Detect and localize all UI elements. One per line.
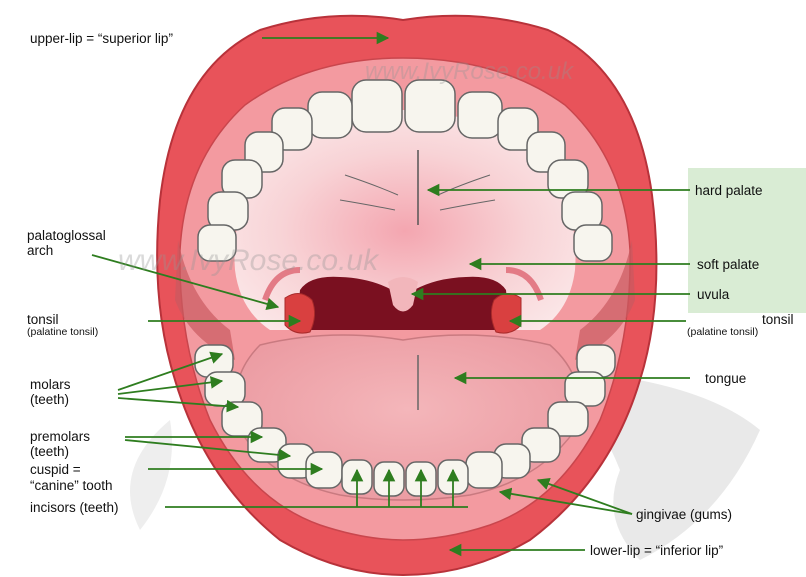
label-tonsil-right: tonsil bbox=[762, 312, 794, 327]
label-molars: molars bbox=[30, 377, 71, 392]
tonsil-right-shape bbox=[491, 293, 521, 333]
watermark-middle: www.IvyRose.co.uk bbox=[118, 244, 378, 278]
label-lower-lip: lower-lip = “inferior lip” bbox=[590, 543, 723, 558]
label-soft-palate: soft palate bbox=[697, 257, 759, 272]
label-tongue: tongue bbox=[705, 371, 746, 386]
label-premolars-teeth: (teeth) bbox=[30, 444, 69, 459]
label-premolars: premolars bbox=[30, 429, 90, 444]
tonsil-left-shape bbox=[285, 293, 315, 333]
label-uvula: uvula bbox=[697, 287, 729, 302]
label-cuspid: cuspid = bbox=[30, 462, 81, 477]
label-canine-tooth: “canine” tooth bbox=[30, 478, 113, 493]
label-palatoglossal-arch: arch bbox=[27, 243, 53, 258]
label-tonsil-right-sub: (palatine tonsil) bbox=[687, 326, 758, 338]
label-molars-teeth: (teeth) bbox=[30, 392, 69, 407]
label-hard-palate: hard palate bbox=[695, 183, 763, 198]
label-tonsil-left: tonsil bbox=[27, 312, 59, 327]
label-palatoglossal: palatoglossal bbox=[27, 228, 106, 243]
label-incisors: incisors (teeth) bbox=[30, 500, 119, 515]
label-gingivae: gingivae (gums) bbox=[636, 507, 732, 522]
label-tonsil-left-sub: (palatine tonsil) bbox=[27, 326, 98, 338]
label-upper-lip: upper-lip = “superior lip” bbox=[30, 31, 173, 46]
watermark-top: www.IvyRose.co.uk bbox=[365, 58, 573, 86]
